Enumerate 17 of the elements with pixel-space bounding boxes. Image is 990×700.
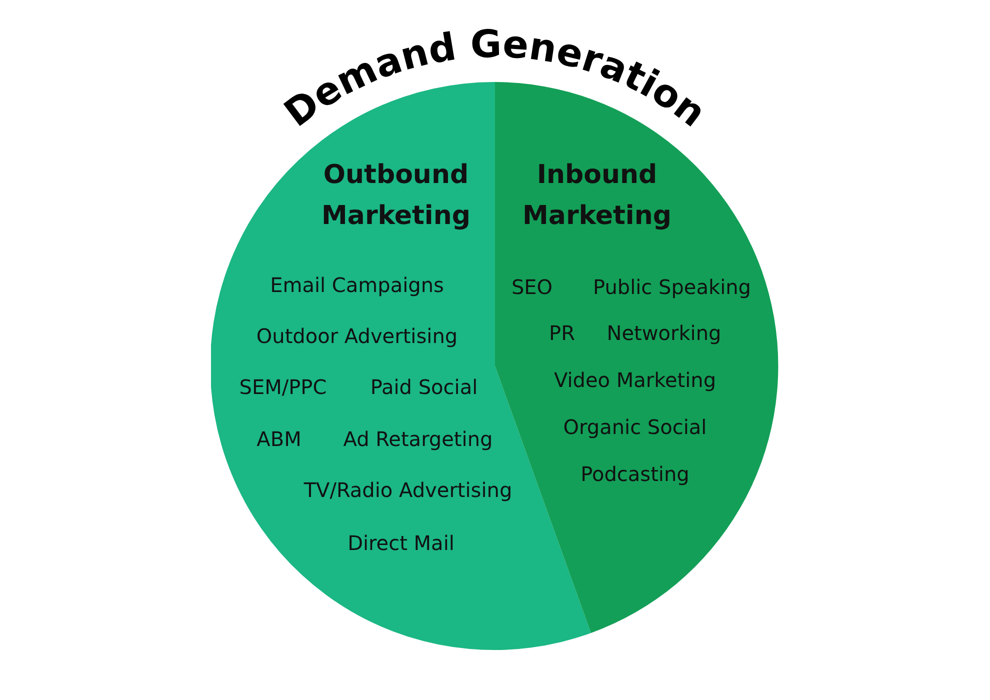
sector-heading: Outbound Marketing — [322, 159, 470, 233]
item-label: Paid Social — [370, 374, 478, 400]
item-label: Public Speaking — [593, 274, 751, 300]
item-label: Ad Retargeting — [343, 426, 493, 452]
sector-heading: Inbound Marketing — [522, 159, 672, 233]
item-label: SEO — [511, 274, 553, 300]
item-label: ABM — [256, 426, 302, 452]
item-label: TV/Radio Advertising — [304, 477, 512, 503]
item-label: Podcasting — [580, 461, 690, 487]
item-label: Outdoor Advertising — [256, 323, 458, 349]
item-label: PR — [549, 320, 575, 346]
item-label: Email Campaigns — [270, 272, 444, 298]
item-label: SEM/PPC — [239, 374, 327, 400]
item-label: Organic Social — [563, 414, 707, 440]
item-label: Networking — [606, 320, 722, 346]
item-label: Direct Mail — [348, 530, 454, 556]
item-label: Video Marketing — [554, 367, 716, 393]
